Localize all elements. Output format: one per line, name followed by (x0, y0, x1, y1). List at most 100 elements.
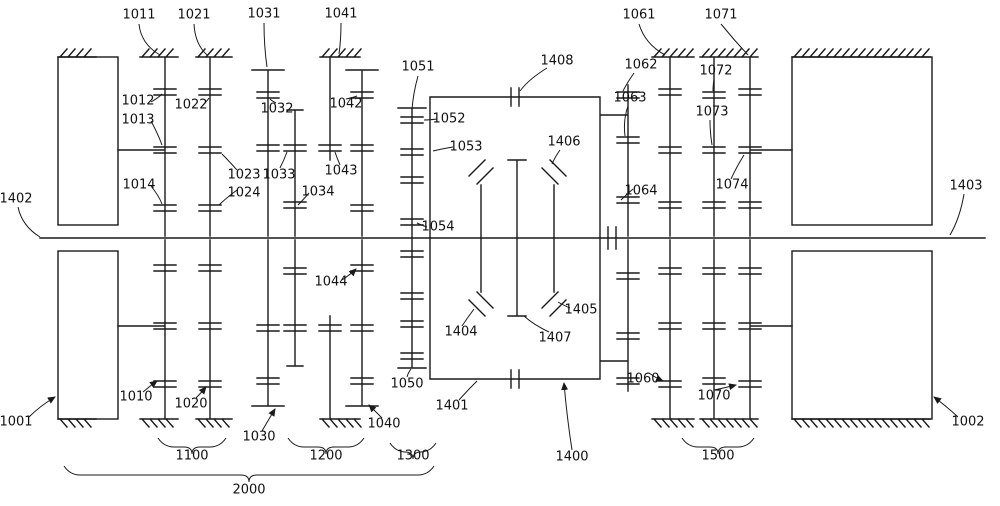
leader-line (557, 301, 571, 309)
housing-block (57, 250, 119, 420)
label-1072: 1072 (699, 64, 732, 79)
label-1041: 1041 (324, 7, 357, 22)
schematic-linework-group (39, 48, 986, 483)
leader-line (949, 193, 965, 236)
leader-line (561, 382, 573, 451)
leader-line (623, 105, 629, 137)
label-1405: 1405 (564, 303, 597, 318)
leader-line (423, 118, 438, 121)
label-1020: 1020 (174, 397, 207, 412)
label-1402: 1402 (0, 192, 33, 207)
leader-line (720, 23, 749, 56)
leader-line (261, 408, 276, 432)
leader-line (279, 151, 288, 169)
label-1408: 1408 (540, 54, 573, 69)
leader-line (551, 149, 561, 165)
leader-line (150, 93, 163, 103)
leader-line (218, 189, 238, 206)
label-1401: 1401 (435, 399, 468, 414)
leader-line (519, 67, 548, 92)
reference-numerals-group: 1011 1021 1031 1041 1061 1071 1012 1013 … (0, 7, 985, 498)
group-brace (287, 437, 365, 455)
label-1074: 1074 (715, 178, 748, 193)
leader-line (712, 78, 715, 92)
leader-line (263, 22, 268, 68)
label-1407: 1407 (538, 331, 571, 346)
leader-line (195, 386, 207, 399)
leader-line (297, 192, 310, 206)
leader-line (193, 23, 208, 56)
label-1011: 1011 (122, 8, 155, 23)
leader-line (138, 23, 161, 56)
label-1031: 1031 (247, 7, 280, 22)
leader-line (341, 268, 357, 281)
label-1500: 1500 (701, 449, 734, 464)
group-brace (157, 437, 227, 455)
label-1300: 1300 (396, 449, 429, 464)
label-1403: 1403 (949, 179, 982, 194)
label-1010: 1010 (119, 390, 152, 405)
group-brace (63, 465, 435, 483)
label-1022: 1022 (174, 98, 207, 113)
leader-line (368, 404, 383, 419)
leader-line (648, 372, 664, 382)
leader-line (461, 308, 475, 327)
label-1404: 1404 (444, 325, 477, 340)
label-1053: 1053 (449, 140, 482, 155)
leader-line (411, 75, 419, 111)
leader-line (709, 119, 713, 146)
label-1021: 1021 (177, 8, 210, 23)
label-1043: 1043 (324, 164, 357, 179)
label-1024: 1024 (227, 186, 260, 201)
leader-line (713, 383, 737, 391)
leader-line (345, 95, 358, 100)
label-1070: 1070 (697, 389, 730, 404)
label-1100: 1100 (175, 449, 208, 464)
label-1060: 1060 (626, 372, 659, 387)
leader-line (269, 98, 277, 104)
label-1014: 1014 (122, 178, 155, 193)
leader-line (28, 396, 56, 418)
leader-line (622, 72, 635, 92)
leader-line (730, 154, 745, 180)
label-1034: 1034 (301, 185, 334, 200)
leader-line (221, 153, 238, 171)
leader-line (142, 380, 158, 393)
leader-line (432, 146, 454, 152)
label-1400: 1400 (555, 450, 588, 465)
leader-line (338, 22, 342, 55)
leader-line (334, 151, 341, 166)
leader-lines-group (17, 22, 965, 451)
label-1032: 1032 (260, 102, 293, 117)
leader-line (17, 206, 41, 238)
label-1064: 1064 (624, 184, 657, 199)
label-1023: 1023 (227, 168, 260, 183)
leader-line (406, 368, 412, 378)
group-brace (681, 437, 755, 455)
label-1061: 1061 (622, 8, 655, 23)
label-1050: 1050 (390, 377, 423, 392)
label-1073: 1073 (695, 105, 728, 120)
housing-block (57, 56, 119, 226)
label-1406: 1406 (547, 135, 580, 150)
leader-line (933, 396, 959, 418)
label-1051: 1051 (401, 60, 434, 75)
label-1002: 1002 (951, 415, 984, 430)
label-1001: 1001 (0, 415, 33, 430)
label-1040: 1040 (367, 417, 400, 432)
housing-block (791, 56, 933, 226)
label-1062: 1062 (624, 58, 657, 73)
label-1200: 1200 (309, 449, 342, 464)
label-1012: 1012 (121, 94, 154, 109)
leader-line (150, 185, 163, 205)
leader-line (458, 380, 478, 401)
label-1063: 1063 (613, 91, 646, 106)
housing-block (791, 250, 933, 420)
label-1054: 1054 (421, 220, 454, 235)
label-1042: 1042 (329, 97, 362, 112)
label-1044: 1044 (314, 275, 347, 290)
leader-line (202, 97, 210, 106)
group-brace (389, 442, 437, 460)
